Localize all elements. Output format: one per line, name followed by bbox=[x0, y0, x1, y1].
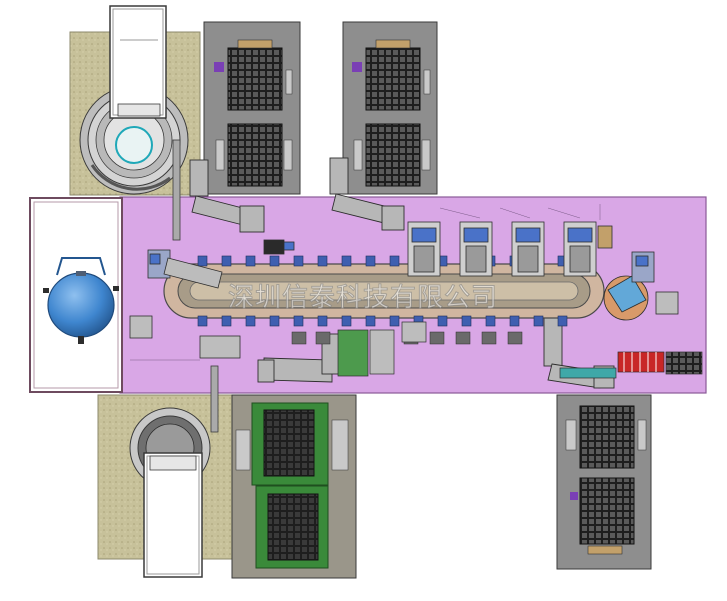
cad-guide-lines bbox=[130, 204, 601, 361]
tray-station-top-1 bbox=[203, 21, 301, 195]
robot-arm-center-top bbox=[329, 157, 405, 231]
hopper-top bbox=[109, 5, 167, 119]
blue-tank bbox=[43, 257, 119, 344]
assembly-station-2 bbox=[459, 221, 493, 277]
center-lower-unit bbox=[337, 321, 427, 377]
tray-station-bottom-right bbox=[556, 394, 652, 570]
feeder-chute-bottom bbox=[210, 365, 219, 433]
left-loading-unit bbox=[129, 239, 295, 359]
assembly-station-1 bbox=[407, 221, 441, 277]
hopper-bottom bbox=[143, 452, 203, 578]
assembly-station-4 bbox=[563, 221, 613, 277]
output-magazine bbox=[559, 351, 703, 379]
right-rotary-unit bbox=[603, 251, 679, 321]
tray-station-bottom-green bbox=[231, 394, 357, 579]
feeder-chute-top bbox=[172, 139, 181, 241]
tray-station-top-2 bbox=[342, 21, 438, 195]
assembly-station-3 bbox=[511, 221, 545, 277]
carousel-conveyor bbox=[163, 263, 605, 319]
robot-arm-left-top bbox=[189, 159, 265, 233]
carrier-row-bottom bbox=[197, 315, 568, 327]
